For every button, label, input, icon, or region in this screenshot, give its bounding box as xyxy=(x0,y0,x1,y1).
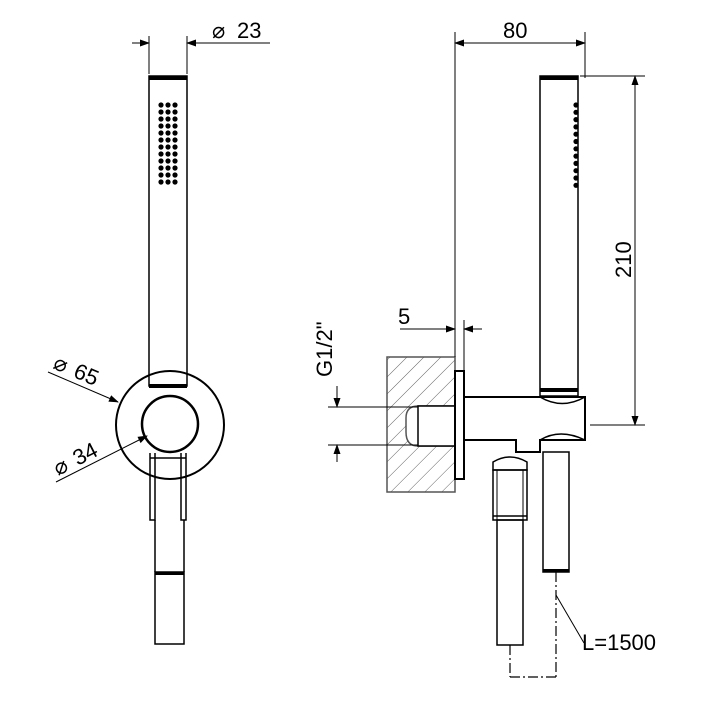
nozzle-dot xyxy=(165,130,171,136)
diameter-symbol-34: ⌀ xyxy=(49,452,72,480)
nozzle-dot xyxy=(172,179,178,185)
nozzle-dot xyxy=(165,137,171,143)
dim-diameter-34: ⌀ 34 xyxy=(49,435,148,483)
front-nozzle-grid xyxy=(158,102,178,185)
nozzle-dot xyxy=(172,151,178,157)
dim-label-diameter-65: 65 xyxy=(70,358,102,391)
nozzle-dot xyxy=(573,160,579,166)
dim-label-diameter-23: 23 xyxy=(237,18,261,43)
dim-label-80: 80 xyxy=(503,18,527,43)
nozzle-dot xyxy=(172,137,178,143)
side-nozzle-column xyxy=(573,102,579,188)
front-hand-shower xyxy=(148,75,188,388)
diameter-symbol: ⌀ xyxy=(212,18,225,43)
wall-section xyxy=(386,356,456,493)
nozzle-dot xyxy=(165,172,171,178)
dim-diameter-23: ⌀ 23 xyxy=(132,18,270,74)
nozzle-dot xyxy=(158,158,164,164)
nozzle-dot xyxy=(165,151,171,157)
dim-diameter-65: ⌀ 65 xyxy=(47,350,119,403)
dim-thread-g12: G1/2" xyxy=(312,321,418,462)
dim-offset-5: 5 xyxy=(398,304,482,371)
front-hose xyxy=(154,520,185,645)
nozzle-dot xyxy=(165,179,171,185)
dim-label-diameter-34: 34 xyxy=(69,437,102,470)
nozzle-dot xyxy=(158,102,164,108)
front-rosette xyxy=(115,370,225,480)
side-holder-body xyxy=(463,396,586,453)
nozzle-dot xyxy=(172,158,178,164)
nozzle-dot xyxy=(158,130,164,136)
nozzle-dot xyxy=(172,144,178,150)
front-hose-connector xyxy=(149,453,187,521)
front-view: ⌀ 23 ⌀ 65 ⌀ 34 xyxy=(47,18,270,645)
nozzle-dot xyxy=(573,124,579,130)
dim-label-hose-length: L=1500 xyxy=(582,630,656,655)
dim-label-thread: G1/2" xyxy=(312,321,337,377)
front-outlet xyxy=(140,394,200,454)
nozzle-dot xyxy=(165,144,171,150)
dim-hose-length: L=1500 xyxy=(555,594,656,655)
nozzle-dot xyxy=(158,137,164,143)
nozzle-dot xyxy=(172,130,178,136)
nozzle-dot xyxy=(165,102,171,108)
nozzle-dot xyxy=(158,116,164,122)
nozzle-dot xyxy=(573,182,579,188)
dim-length-210: 210 xyxy=(580,75,645,426)
nozzle-dot xyxy=(172,165,178,171)
nozzle-dot xyxy=(573,168,579,174)
nozzle-dot xyxy=(165,123,171,129)
nozzle-dot xyxy=(573,153,579,159)
nozzle-dot xyxy=(573,131,579,137)
nozzle-dot xyxy=(172,123,178,129)
nozzle-dot xyxy=(172,172,178,178)
nozzle-dot xyxy=(158,123,164,129)
nozzle-dot xyxy=(573,102,579,108)
nozzle-dot xyxy=(573,175,579,181)
dim-label-210: 210 xyxy=(611,241,636,278)
nozzle-dot xyxy=(573,117,579,123)
side-wall-plate xyxy=(454,370,465,480)
side-hand-shower xyxy=(539,75,579,397)
nozzle-dot xyxy=(158,165,164,171)
nozzle-dot xyxy=(158,179,164,185)
nozzle-dot xyxy=(158,172,164,178)
nozzle-dot xyxy=(165,116,171,122)
nozzle-dot xyxy=(158,151,164,157)
nozzle-dot xyxy=(573,138,579,145)
nozzle-dot xyxy=(165,109,171,115)
nozzle-dot xyxy=(165,158,171,164)
nozzle-dot xyxy=(172,102,178,108)
dim-depth-80: 80 xyxy=(454,18,586,357)
nozzle-dot xyxy=(573,146,579,152)
nozzle-dot xyxy=(158,109,164,115)
nozzle-dot xyxy=(172,116,178,122)
diameter-symbol-65: ⌀ xyxy=(50,350,72,378)
side-hose-nut xyxy=(492,456,528,521)
nozzle-dot xyxy=(165,165,171,171)
side-hose xyxy=(496,451,570,678)
nozzle-dot xyxy=(573,109,579,115)
nozzle-dot xyxy=(158,144,164,150)
nozzle-dot xyxy=(172,109,178,115)
side-view: 80 210 5 G1/2" L=1500 xyxy=(312,18,656,678)
dim-label-5: 5 xyxy=(398,304,410,329)
